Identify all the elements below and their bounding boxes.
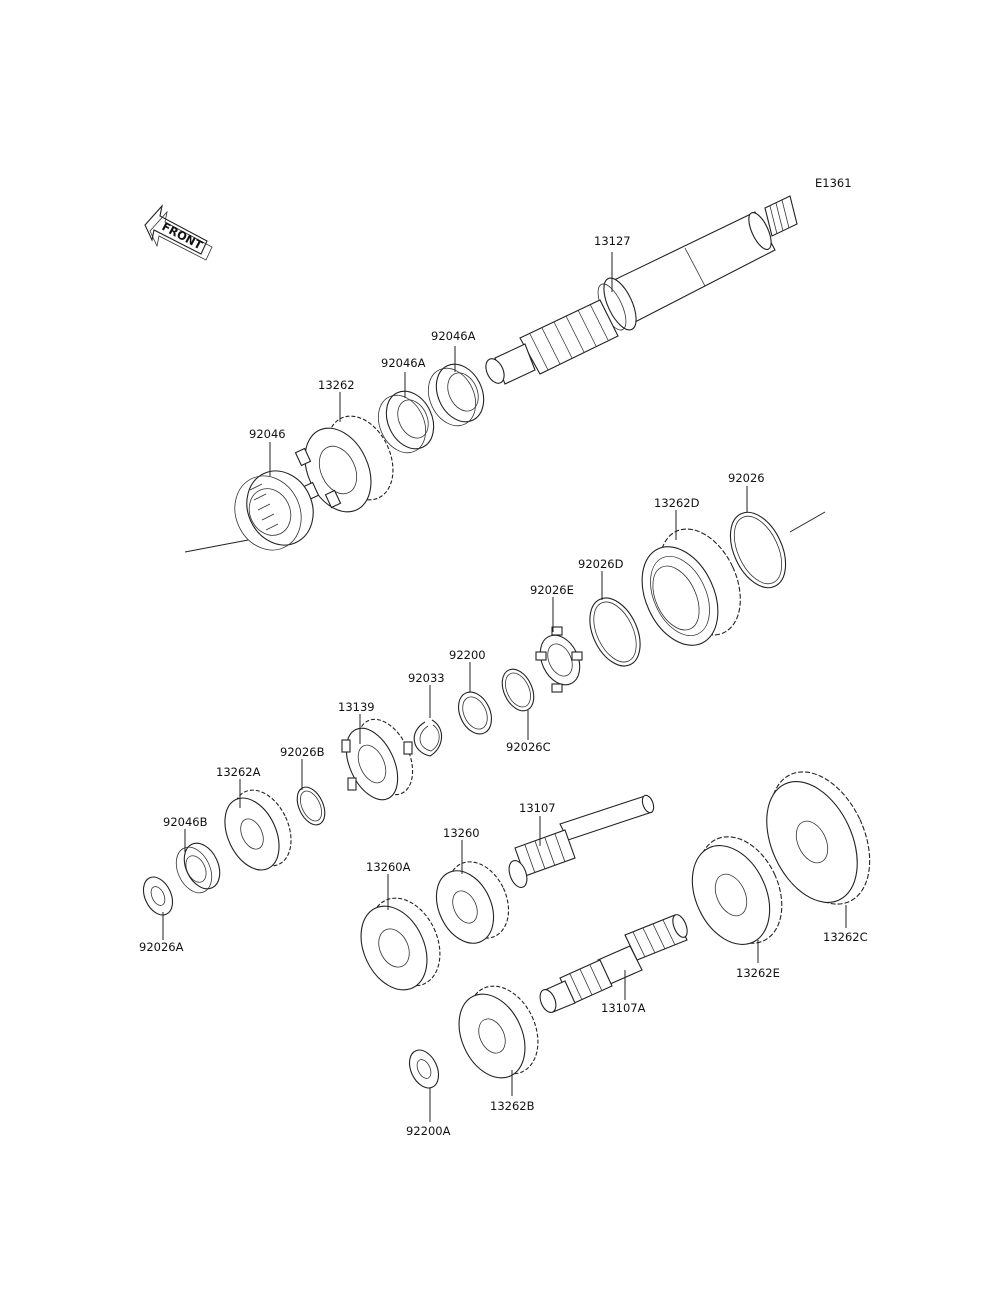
ring-92026D (589, 597, 641, 667)
gear-13262E (691, 836, 783, 945)
gear-13262C (766, 771, 871, 905)
label-92046B: 92046B (163, 815, 208, 829)
gear-13260 (435, 861, 510, 944)
label-92026: 92026 (728, 471, 765, 485)
part-labels: 13127 92046A 92046A 13262 92046 92026 13… (139, 234, 868, 1138)
gear-13262D (641, 528, 741, 646)
label-92026B: 92026B (280, 745, 325, 759)
circlip-92033 (413, 719, 443, 757)
label-92026E: 92026E (530, 583, 574, 597)
label-92033: 92033 (408, 671, 445, 685)
bearing-92046A-upper (427, 363, 485, 427)
gear-13262A (224, 789, 292, 871)
bearing-92046 (234, 470, 314, 551)
gear-13262 (294, 415, 394, 513)
gear-13262B (458, 985, 539, 1079)
label-13127: 13127 (594, 234, 631, 248)
washer-92200 (457, 691, 493, 735)
label-92026C: 92026C (506, 740, 551, 754)
washer-92200A (408, 1049, 440, 1089)
shaft-13107A (539, 914, 688, 1013)
label-92026D: 92026D (578, 557, 624, 571)
axis-line-right (789, 511, 826, 533)
label-13262E: 13262E (736, 966, 780, 980)
washer-92026C (501, 668, 535, 712)
label-13107: 13107 (519, 801, 556, 815)
label-92046A-lower: 92046A (381, 356, 426, 370)
washer-92026A (142, 876, 174, 916)
label-13262A: 13262A (216, 765, 261, 779)
gear-13139 (341, 718, 414, 801)
washer-92026B (296, 786, 326, 826)
diagram-code: E1361 (815, 176, 852, 190)
label-92026A: 92026A (139, 940, 184, 954)
bearing-92046B (175, 842, 221, 894)
axis-line-left (184, 539, 249, 553)
label-13262C: 13262C (823, 930, 868, 944)
label-92046: 92046 (249, 427, 286, 441)
ring-92026 (729, 511, 787, 589)
label-13260: 13260 (443, 826, 480, 840)
bearing-92046A-lower (377, 390, 435, 454)
label-13139: 13139 (338, 700, 375, 714)
label-92200A: 92200A (406, 1124, 451, 1138)
gear-13260A (360, 897, 441, 991)
label-13262B: 13262B (490, 1099, 535, 1113)
washer-92026E (535, 626, 583, 693)
label-13262D: 13262D (654, 496, 700, 510)
label-13107A: 13107A (601, 1001, 646, 1015)
front-arrow-icon: FRONT (144, 204, 213, 261)
label-92200: 92200 (449, 648, 486, 662)
label-92046A-upper: 92046A (431, 329, 476, 343)
shaft-13107 (508, 794, 655, 888)
label-13260A: 13260A (366, 860, 411, 874)
label-13262: 13262 (318, 378, 355, 392)
shaft-13127 (485, 195, 798, 385)
